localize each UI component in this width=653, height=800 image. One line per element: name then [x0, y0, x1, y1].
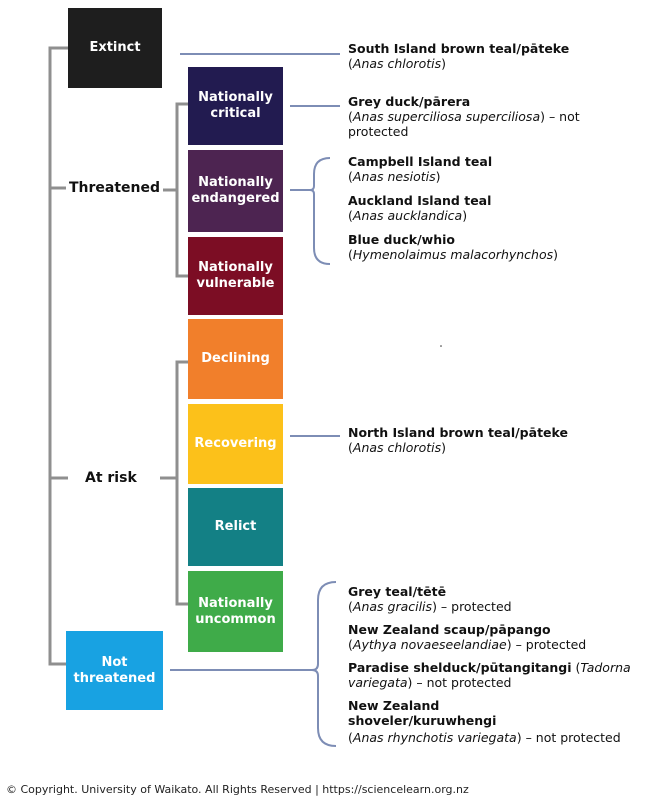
group-threatened: Threatened: [66, 179, 164, 197]
category-nationally-vulnerable: Nationally vulnerable: [188, 237, 283, 315]
species-new-zealand-scaup: New Zealand scaup/pāpango(Aythya novaese…: [348, 622, 587, 652]
species-campbell-island-teal: Campbell Island teal(Anas nesiotis): [348, 154, 493, 184]
species-north-island-brown-teal: North Island brown teal/pāteke(Anas chlo…: [348, 425, 568, 455]
category-extinct: Extinct: [68, 8, 162, 88]
species-auckland-island-teal: Auckland Island teal(Anas aucklandica): [348, 193, 492, 223]
species-south-island-brown-teal: South Island brown teal/pāteke(Anas chlo…: [348, 41, 570, 71]
copyright-footer: © Copyright. University of Waikato. All …: [6, 783, 469, 796]
species-new-zealand-shoveler-scientific: (Anas rhynchotis variegata) – not protec…: [348, 730, 621, 745]
species-grey-teal: Grey teal/tētē(Anas gracilis) – protecte…: [348, 584, 512, 614]
category-nationally-critical: Nationally critical: [188, 67, 283, 145]
category-declining: Declining: [188, 319, 283, 399]
category-nationally-endangered: Nationally endangered: [188, 150, 283, 232]
species-new-zealand-shoveler: New Zealand shoveler/kuruwhengi: [348, 698, 497, 728]
species-grey-duck: Grey duck/pārera(Anas superciliosa super…: [348, 94, 580, 139]
category-recovering: Recovering: [188, 404, 283, 484]
category-nationally-uncommon: Nationally uncommon: [188, 571, 283, 652]
group-at-risk: At risk: [82, 469, 140, 487]
category-relict: Relict: [188, 488, 283, 566]
category-not-threatened: Not threatened: [66, 631, 163, 710]
species-blue-duck: Blue duck/whio(Hymenolaimus malacorhynch…: [348, 232, 559, 262]
